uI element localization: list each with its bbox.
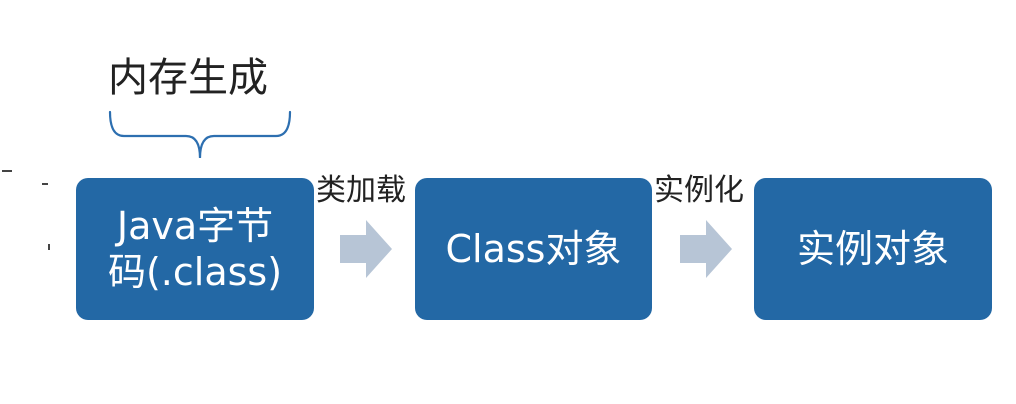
edge-label-instantiation: 实例化 bbox=[654, 173, 744, 208]
right-arrow-icon bbox=[680, 220, 732, 278]
node-bytecode: Java字节码(.class) bbox=[76, 178, 314, 320]
node-instance-object: 实例对象 bbox=[754, 178, 992, 320]
left-edge-fragment bbox=[42, 183, 48, 185]
node-label: Class对象 bbox=[445, 227, 622, 271]
node-class-object: Class对象 bbox=[415, 178, 652, 320]
left-edge-fragment bbox=[48, 244, 50, 250]
node-label: Java字节码(.class) bbox=[107, 204, 283, 294]
edge-label-class-loading: 类加载 bbox=[316, 173, 406, 208]
brace-label: 内存生成 bbox=[108, 55, 268, 101]
right-arrow-icon bbox=[340, 220, 392, 278]
curly-brace-icon bbox=[108, 110, 292, 159]
left-edge-fragment bbox=[2, 170, 12, 172]
node-label: 实例对象 bbox=[796, 227, 949, 271]
